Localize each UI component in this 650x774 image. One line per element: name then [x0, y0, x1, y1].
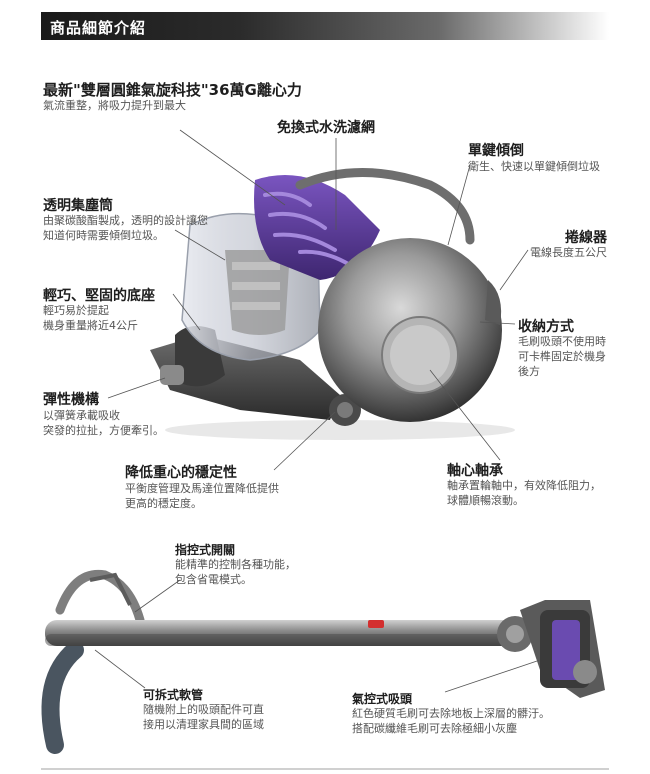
wand-hose-desc-1: 隨機附上的吸頭配件可直 [143, 703, 264, 716]
feature-bin-desc-2: 知道何時需要傾倒垃圾。 [43, 229, 164, 242]
feature-cord-title: 捲線器 [565, 230, 607, 246]
wand-hose-desc-2: 接用以清理家具間的區域 [143, 718, 264, 731]
feature-spring-desc-2: 突發的拉扯，方便牽引。 [43, 424, 164, 437]
feature-base-desc-2: 機身重量將近4公斤 [43, 319, 138, 332]
feature-bin-desc-1: 由聚碳酸酯製成，透明的設計讓您 [43, 214, 208, 227]
wand-hose-title: 可拆式軟管 [143, 688, 204, 702]
wand-head-title: 氣控式吸頭 [352, 692, 413, 706]
feature-spring-desc-1: 以彈簧承載吸收 [43, 409, 120, 422]
feature-gravity-desc-1: 平衡度管理及馬達位置降低提供 [125, 482, 279, 495]
feature-storage-desc-1: 毛刷吸頭不使用時 [518, 335, 606, 348]
feature-wheel-title: 軸心軸承 [447, 463, 503, 479]
feature-base-desc-1: 輕巧易於提起 [43, 304, 109, 317]
feature-cord-desc: 電線長度五公尺 [530, 246, 607, 259]
wand-trigger-title: 指控式開關 [175, 543, 236, 557]
feature-headline-title: 最新"雙層圓錐氣旋科技"36萬G離心力 [43, 81, 302, 99]
vacuum-body-illustration [150, 168, 515, 440]
section-title: 商品細節介紹 [50, 19, 147, 37]
bottom-divider [41, 768, 609, 770]
feature-wheel-desc-1: 軸承置輪軸中，有效降低阻力， [447, 479, 601, 492]
wand-head-desc-2: 搭配碳纖維毛刷可去除極細小灰塵 [352, 722, 517, 735]
section-header-bar [41, 12, 609, 40]
wand-trigger-desc-2: 包含省電模式。 [175, 573, 252, 586]
wand-trigger-desc-1: 能精準的控制各種功能， [175, 558, 296, 571]
feature-empty-desc: 衛生、快速以單鍵傾倒垃圾 [468, 160, 600, 173]
feature-headline-desc: 氣流重整，將吸力提升到最大 [43, 99, 186, 112]
feature-base-title: 輕巧、堅固的底座 [43, 288, 155, 304]
feature-wheel-desc-2: 球體順暢滾動。 [447, 494, 524, 507]
feature-gravity-desc-2: 更高的穩定度。 [125, 497, 202, 510]
feature-storage-desc-3: 後方 [518, 365, 540, 378]
feature-storage-title: 收納方式 [518, 319, 574, 335]
feature-gravity-title: 降低重心的穩定性 [125, 465, 237, 481]
feature-empty-title: 單鍵傾倒 [468, 143, 524, 159]
feature-spring-title: 彈性機構 [43, 392, 99, 408]
feature-filter-title: 免換式水洗濾網 [277, 120, 375, 136]
wand-head-desc-1: 紅色硬質毛刷可去除地板上深層的髒汙。 [352, 707, 550, 720]
vacuum-wand-illustration [41, 569, 605, 754]
feature-bin-title: 透明集塵筒 [43, 198, 113, 214]
feature-storage-desc-2: 可卡榫固定於機身 [518, 350, 606, 363]
